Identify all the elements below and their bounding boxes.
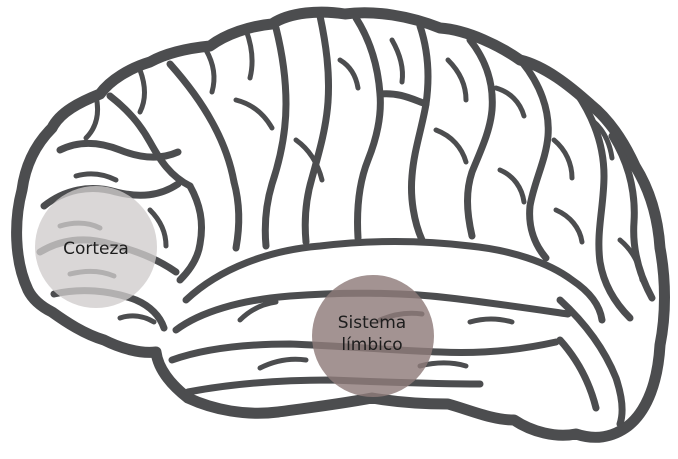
- limbic-system-region-marker: [312, 275, 434, 397]
- cortex-region-marker: [35, 186, 157, 308]
